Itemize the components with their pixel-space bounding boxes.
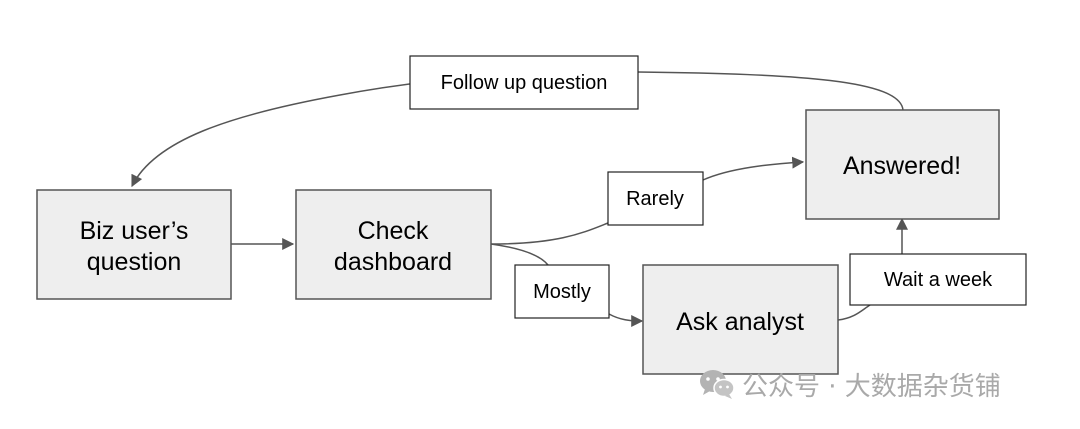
node-check-dashboard: Check dashboard <box>295 189 492 300</box>
node-ask-analyst-line-1: Ask analyst <box>676 308 804 336</box>
label-follow-up-question-text: Follow up question <box>441 72 608 94</box>
label-wait-a-week-text: Wait a week <box>884 269 993 291</box>
node-check-dashboard-line-1: Check <box>358 217 429 245</box>
watermark: 公众号 · 大数据杂货铺 <box>698 364 1001 404</box>
node-ask-analyst: Ask analyst <box>642 264 839 375</box>
edge-check-dashboard-to-answered <box>490 162 803 245</box>
label-mostly-text: Mostly <box>533 281 591 303</box>
label-mostly: Mostly <box>514 264 610 319</box>
label-follow-up-question: Follow up question <box>409 55 639 110</box>
node-answered: Answered! <box>805 109 1000 220</box>
edge-ask-analyst-to-answered <box>837 219 902 321</box>
label-rarely: Rarely <box>607 171 704 226</box>
wechat-icon <box>700 370 735 399</box>
label-rarely-text: Rarely <box>626 188 684 210</box>
label-wait-a-week: Wait a week <box>849 253 1027 306</box>
node-biz-question-line-1: Biz user’s <box>80 217 189 245</box>
node-biz-question: Biz user’s question <box>36 189 232 300</box>
watermark-text: 公众号 · 大数据杂货铺 <box>742 371 1001 402</box>
node-biz-question-line-2: question <box>87 248 182 276</box>
edge-check-dashboard-to-ask-analyst <box>490 243 642 321</box>
node-answered-line-1: Answered! <box>843 152 961 180</box>
node-check-dashboard-line-2: dashboard <box>334 248 452 276</box>
